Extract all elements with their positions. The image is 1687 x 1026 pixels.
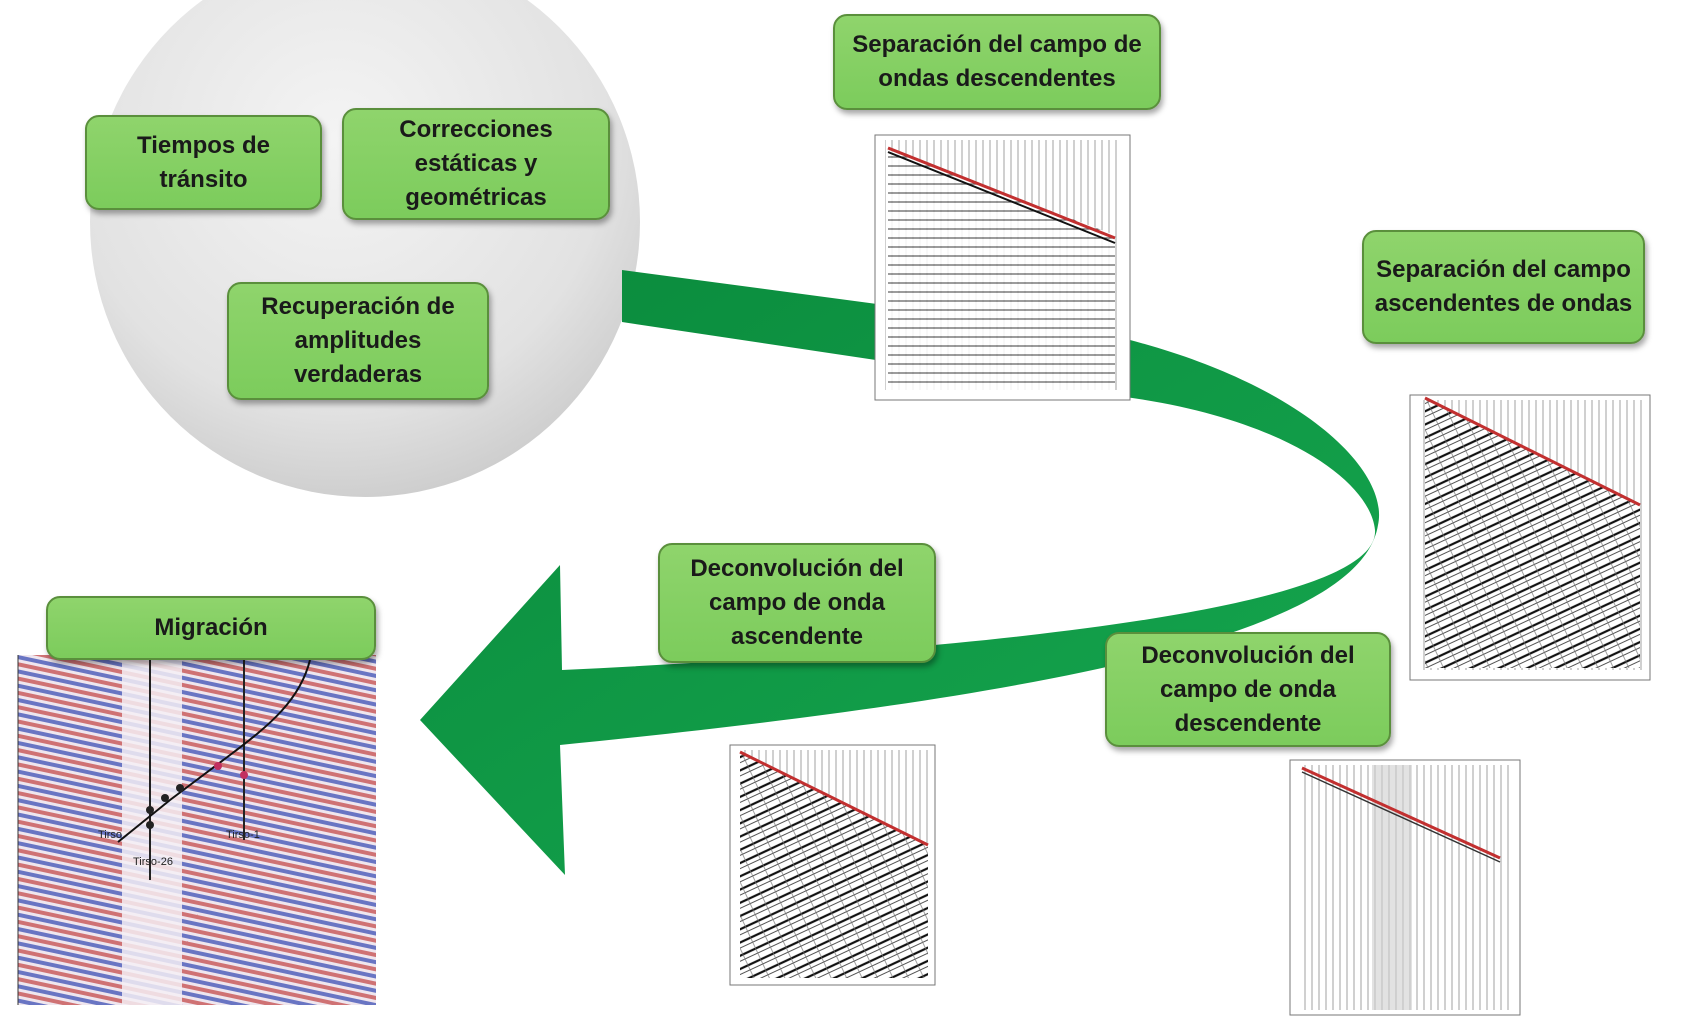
workflow-arrow: [420, 270, 1380, 875]
migration-image: Tirso Tirso-26 Tirso-1: [17, 655, 376, 1005]
step-separacion-ascendentes: Separación del campo ascendentes de onda…: [1362, 230, 1645, 344]
step-separacion-descendentes: Separación del campo de ondas descendent…: [833, 14, 1161, 110]
well-label-tirso-1: Tirso-1: [226, 829, 260, 841]
step-deconvolucion-ascendente: Deconvolución del campo de onda ascenden…: [658, 543, 936, 663]
preprocessing-circle: [90, 0, 640, 497]
step-deconvolucion-descendente: Deconvolución del campo de onda descende…: [1105, 632, 1391, 747]
step-recuperacion-amplitudes: Recuperación de amplitudes verdaderas: [227, 282, 489, 400]
seismic-panel-downgoing-deconvolution: [1289, 759, 1521, 1016]
step-migracion: Migración: [46, 596, 376, 660]
well-label-tirso-26: Tirso-26: [133, 856, 173, 868]
step-tiempos-de-transito: Tiempos de tránsito: [85, 115, 322, 210]
step-correcciones: Correcciones estáticas y geométricas: [342, 108, 610, 220]
well-label-tirso: Tirso: [98, 829, 122, 841]
seismic-panel-upgoing-deconvolution: [729, 744, 936, 986]
seismic-panel-downgoing-separation: [874, 134, 1131, 401]
seismic-panel-upgoing-separation: [1409, 394, 1651, 681]
